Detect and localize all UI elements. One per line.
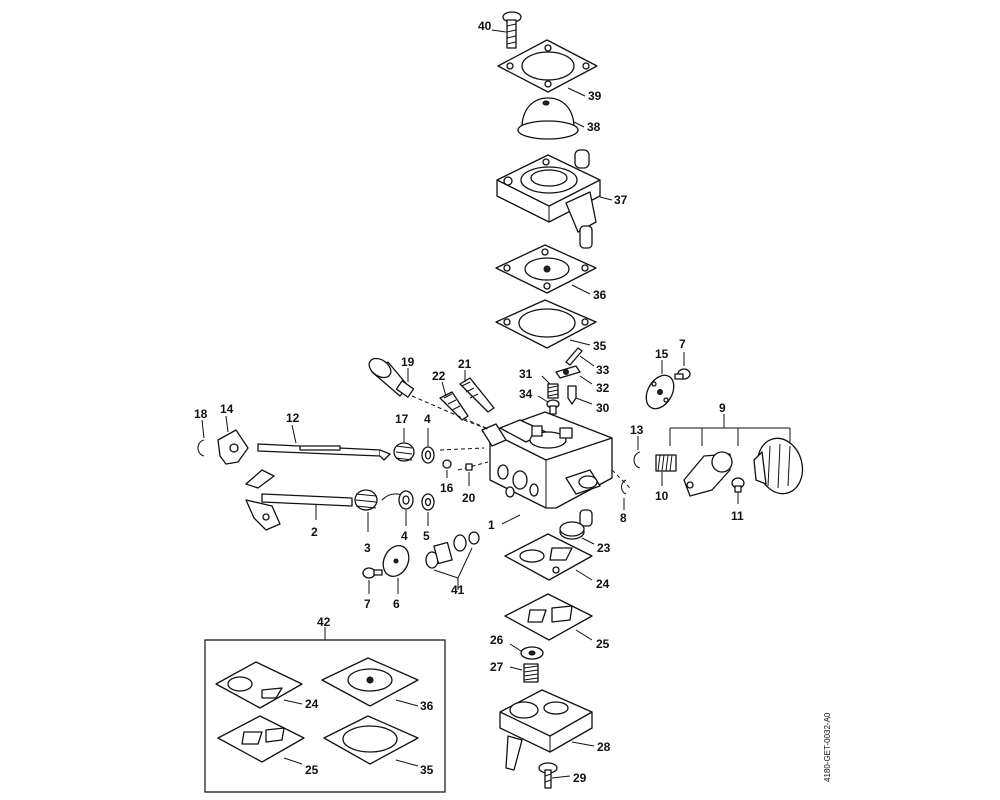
part-knob-19[interactable] <box>366 355 415 398</box>
callout-11: 11 <box>731 509 744 523</box>
part-screw-40[interactable] <box>502 11 522 49</box>
part-screw-29[interactable] <box>538 762 558 789</box>
callout-37: 37 <box>614 193 628 207</box>
part-washer-5[interactable] <box>421 493 435 511</box>
part-spring-10[interactable] <box>655 454 677 472</box>
part-gasket-35[interactable] <box>495 299 597 349</box>
callout-35-top: 35 <box>593 339 607 353</box>
callout-34: 34 <box>519 387 533 401</box>
callout-7-lower: 7 <box>364 597 371 611</box>
part-pin-33[interactable] <box>565 347 583 366</box>
callout-9: 9 <box>719 401 726 415</box>
callout-15: 15 <box>655 347 669 361</box>
callout-23: 23 <box>597 541 611 555</box>
callout-13: 13 <box>630 423 644 437</box>
part-screw-7-upper[interactable] <box>674 368 691 380</box>
part-gasket-24[interactable] <box>504 533 593 581</box>
part-ball-16[interactable] <box>442 459 452 469</box>
callout-7-upper: 7 <box>679 337 686 351</box>
callout-2: 2 <box>311 525 318 539</box>
callout-33: 33 <box>596 363 610 377</box>
callout-36-top: 36 <box>593 288 607 302</box>
part-screw-34[interactable] <box>546 399 560 415</box>
part-spring-27[interactable] <box>523 663 539 683</box>
part-cover-28[interactable] <box>499 689 593 771</box>
part-screw-11[interactable] <box>731 477 745 493</box>
callout-14: 14 <box>220 402 234 416</box>
part-diaphragm-25[interactable] <box>504 593 593 641</box>
callout-17: 17 <box>395 412 409 426</box>
callout-10: 10 <box>655 489 669 503</box>
callout-27: 27 <box>490 660 504 674</box>
callout-26: 26 <box>490 633 504 647</box>
kit-42-label: 42 <box>317 615 331 629</box>
callout-6: 6 <box>393 597 400 611</box>
callout-8: 8 <box>620 511 627 525</box>
part-inlet-lever-32[interactable] <box>555 365 581 379</box>
callout-25-main: 25 <box>596 637 610 651</box>
callout-25-kit: 25 <box>305 763 319 777</box>
callout-22: 22 <box>432 369 446 383</box>
part-choke-plate-6[interactable] <box>378 541 413 580</box>
callout-35-kit: 35 <box>420 763 434 777</box>
part-knob-assembly-9[interactable] <box>683 433 808 498</box>
part-washer-26[interactable] <box>520 646 544 660</box>
part-diaphragm-36[interactable] <box>495 244 597 294</box>
callout-4-upper: 4 <box>424 412 431 426</box>
callout-38: 38 <box>587 120 601 134</box>
callout-5: 5 <box>423 529 430 543</box>
callout-36-kit: 36 <box>420 699 434 713</box>
part-inlet-needle-30[interactable] <box>567 385 577 405</box>
part-spring-31[interactable] <box>547 383 559 399</box>
part-gasket-39[interactable] <box>497 39 598 93</box>
part-circlip-13[interactable] <box>633 451 641 469</box>
kit-42-frame: 42 <box>204 615 446 793</box>
callout-20: 20 <box>462 491 476 505</box>
callout-21: 21 <box>458 357 472 371</box>
callout-4-lower: 4 <box>401 529 408 543</box>
part-primer-bulb-38[interactable] <box>517 97 579 140</box>
part-clip-8[interactable] <box>621 479 627 495</box>
part-washer-4-upper[interactable] <box>421 446 435 464</box>
part-shaft-2[interactable] <box>245 469 353 531</box>
part-needle-21[interactable] <box>459 377 495 413</box>
callout-16: 16 <box>440 481 454 495</box>
part-pump-cover-37[interactable] <box>496 149 601 249</box>
callout-41: 41 <box>451 583 465 597</box>
callout-18: 18 <box>194 407 208 421</box>
part-plug-23[interactable] <box>559 521 585 540</box>
callout-1: 1 <box>488 518 495 532</box>
part-screw-7-lower[interactable] <box>362 567 383 579</box>
callout-24-main: 24 <box>596 577 610 591</box>
drawing-code: 4180-GET-0032-A0 <box>823 712 832 782</box>
callout-29: 29 <box>573 771 587 785</box>
callout-31: 31 <box>519 367 533 381</box>
kit-diaphragm-25[interactable] <box>217 715 305 763</box>
part-spring-17[interactable] <box>393 442 415 462</box>
part-shaft-12[interactable] <box>257 443 391 461</box>
part-pin-20[interactable] <box>465 463 473 471</box>
part-plate-15[interactable] <box>641 370 680 413</box>
callout-32: 32 <box>596 381 610 395</box>
callout-19: 19 <box>401 355 415 369</box>
callout-39: 39 <box>588 89 602 103</box>
kit-gasket-35[interactable] <box>323 715 419 765</box>
callout-30: 30 <box>596 401 610 415</box>
part-needle-22[interactable] <box>439 391 469 421</box>
callout-40: 40 <box>478 19 492 33</box>
part-spring-3[interactable] <box>354 489 411 511</box>
part-circlip-18[interactable] <box>197 439 205 457</box>
kit-gasket-24[interactable] <box>215 661 303 709</box>
callout-3: 3 <box>364 541 371 555</box>
kit-diaphragm-36[interactable] <box>321 657 419 707</box>
callout-24-kit: 24 <box>305 697 319 711</box>
part-sleeve-set-41[interactable] <box>425 531 480 569</box>
part-carburetor-body-1[interactable] <box>481 411 613 527</box>
callout-12: 12 <box>286 411 300 425</box>
part-lever-14[interactable] <box>217 429 249 465</box>
part-washer-4-lower[interactable] <box>398 490 414 510</box>
callout-28: 28 <box>597 740 611 754</box>
